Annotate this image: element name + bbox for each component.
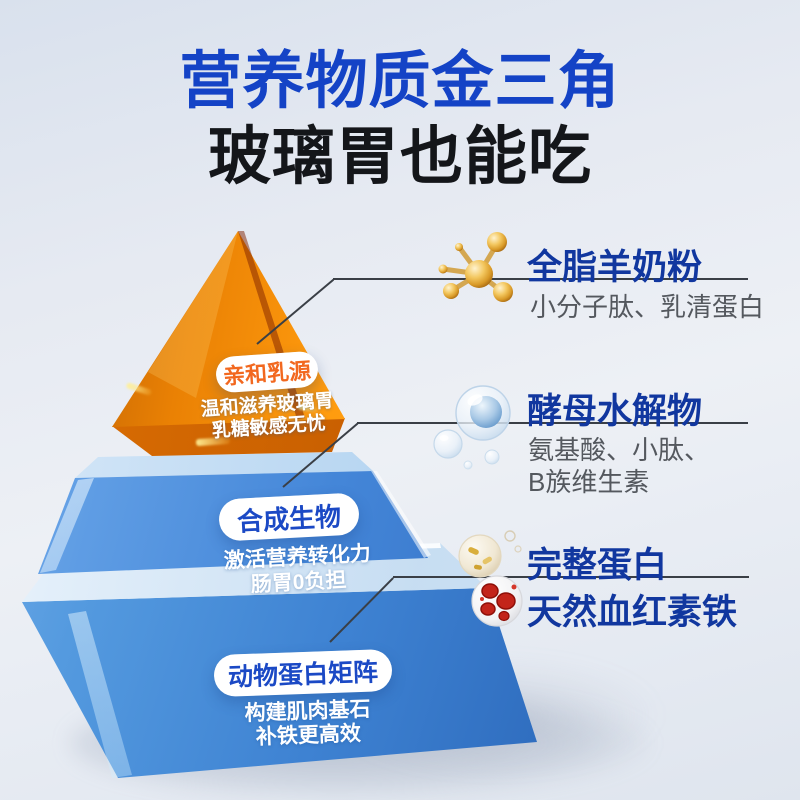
page-subtitle: 玻璃胃也能吃	[208, 122, 592, 192]
callout2-subtitle-line2: B族维生素	[528, 467, 650, 497]
callout3-title-line2: 天然血红素铁	[527, 593, 738, 632]
molecule-icon	[438, 232, 513, 302]
bubbles-icon	[433, 385, 511, 470]
callout1-title: 全脂羊奶粉	[527, 248, 703, 287]
tier-badge-middle: 合成生物	[217, 492, 361, 542]
callout3-underline	[393, 576, 749, 578]
tier-badge-top-label: 亲和乳源	[222, 357, 312, 390]
tier-bottom-caption: 构建肌肉基石 补铁更高效	[217, 697, 399, 751]
callout2-underline	[357, 422, 748, 424]
callout1-subtitle: 小分子肽、乳清蛋白	[530, 292, 765, 322]
page-title: 营养物质金三角	[179, 47, 621, 116]
tier-badge-bottom: 动物蛋白矩阵	[213, 648, 393, 698]
tier-badge-top: 亲和乳源	[214, 350, 320, 394]
tier-middle-caption: 激活营养转化力 肠胃0负担	[207, 540, 389, 599]
protein-iron-icon	[458, 530, 523, 627]
tier-badge-bottom-label: 动物蛋白矩阵	[227, 658, 379, 692]
callout1-underline	[333, 278, 748, 280]
callout2-title: 酵母水解物	[527, 392, 703, 431]
callout2-subtitle-line1: 氨基酸、小肽、	[528, 435, 711, 465]
tier-badge-middle-label: 合成生物	[236, 500, 342, 537]
callout3-title-line1: 完整蛋白	[527, 546, 668, 585]
